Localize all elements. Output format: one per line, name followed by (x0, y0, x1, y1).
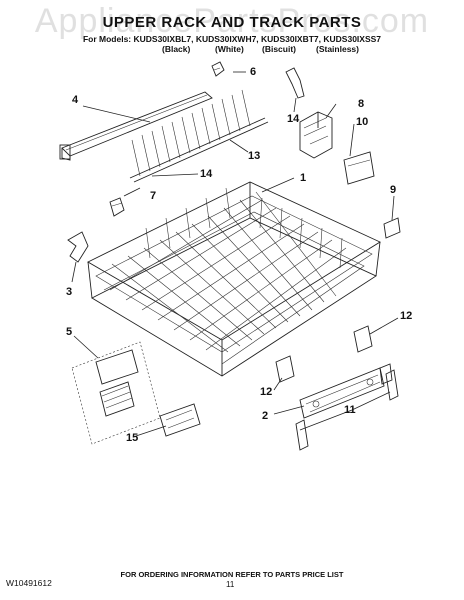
part-7-clip (109, 197, 125, 217)
document-id: W10491612 (6, 578, 52, 588)
callout-4: 4 (72, 94, 79, 106)
callout-3: 3 (66, 286, 73, 298)
part-15-latch (159, 403, 201, 437)
part-10-cover (343, 151, 375, 185)
callout-12-left: 12 (260, 386, 273, 398)
callout-5: 5 (66, 326, 73, 338)
callout-6: 6 (250, 66, 257, 78)
part-6-clip (211, 61, 225, 77)
part-11-caps (295, 369, 399, 451)
part-9-bracket (383, 217, 401, 239)
callout-9: 9 (390, 184, 397, 196)
page-title: UPPER RACK AND TRACK PARTS (102, 14, 362, 31)
part-13-tines (129, 89, 269, 183)
variant-biscuit: (Biscuit) (262, 44, 296, 54)
callout-10: 10 (356, 116, 369, 128)
part-5-box (71, 341, 161, 445)
watermark: AppliancePartsPros.com (34, 2, 430, 40)
page-number: 11 (226, 580, 235, 589)
callout-2: 2 (262, 410, 269, 422)
variant-white: (White) (215, 44, 244, 54)
callout-14-top: 14 (287, 113, 300, 125)
callout-1: 1 (300, 172, 307, 184)
part-2-track (299, 367, 385, 419)
part-14-clip-top (285, 67, 305, 99)
variant-black: (Black) (162, 44, 191, 54)
callout-12-right: 12 (400, 310, 413, 322)
part-4-rail (59, 91, 213, 161)
part-1-rack (87, 181, 381, 377)
part-3-hook (67, 231, 89, 263)
leader-lines (71, 71, 399, 437)
variant-stainless: (Stainless) (316, 44, 359, 54)
callout-13: 13 (248, 150, 261, 162)
models-line: For Models: KUDS30IXBL7, KUDS30IXWH7, KU… (82, 34, 382, 44)
callout-7: 7 (150, 190, 157, 202)
part-8-adjuster (299, 111, 333, 159)
callout-14-mid: 14 (200, 168, 213, 180)
callout-8: 8 (358, 98, 365, 110)
part-12-clips (275, 325, 393, 385)
callout-11: 11 (344, 404, 356, 416)
ordering-note: FOR ORDERING INFORMATION REFER TO PARTS … (120, 570, 344, 579)
callout-15: 15 (126, 432, 139, 444)
